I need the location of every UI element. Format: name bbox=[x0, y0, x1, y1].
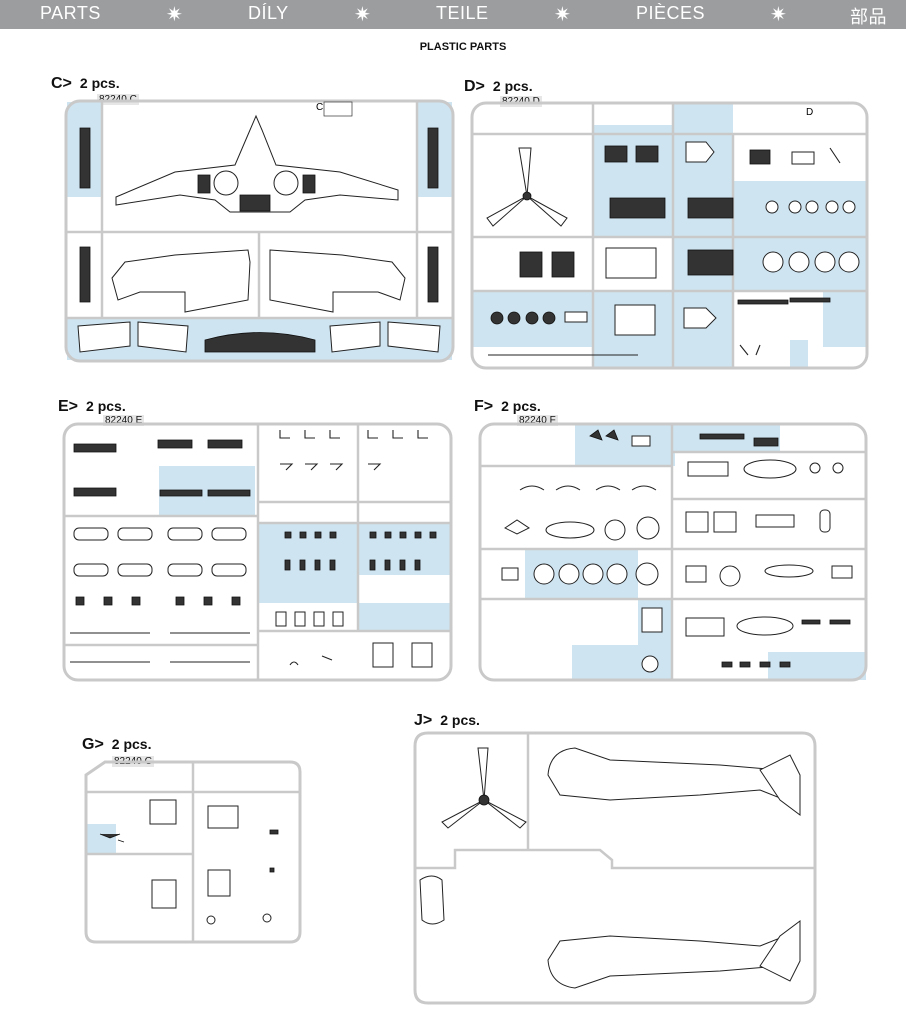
sprue-g bbox=[84, 760, 302, 944]
sprue-g-label: G>2 pcs. bbox=[82, 736, 152, 753]
sprue-e-code: 82240 E bbox=[103, 415, 145, 426]
svg-text:D: D bbox=[806, 107, 813, 118]
sprue-j-label: J>2 pcs. bbox=[414, 712, 480, 729]
sprue-j bbox=[413, 731, 817, 1005]
sprue-d-label: D>2 pcs. bbox=[464, 78, 533, 95]
header-pieces: PIÈCES bbox=[636, 3, 706, 23]
sprue-c: C bbox=[64, 99, 455, 363]
star-icon: ✷ bbox=[166, 2, 183, 26]
star-icon: ✷ bbox=[770, 2, 787, 26]
sprue-d: D bbox=[470, 101, 869, 370]
header-parts: PARTS bbox=[40, 3, 101, 23]
sprue-c-label: C>2 pcs. bbox=[51, 75, 120, 92]
svg-text:C: C bbox=[316, 102, 323, 113]
sprue-e bbox=[62, 422, 453, 682]
header-dily: DÍLY bbox=[248, 3, 289, 23]
sprue-e-label: E>2 pcs. bbox=[58, 398, 126, 415]
sprue-f-code: 82240 F bbox=[517, 415, 558, 426]
sprue-f-label: F>2 pcs. bbox=[474, 398, 541, 415]
star-icon: ✷ bbox=[354, 2, 371, 26]
header-teile: TEILE bbox=[436, 3, 489, 23]
sprue-f bbox=[478, 422, 868, 682]
header-japanese: 部品 bbox=[850, 7, 887, 27]
star-icon: ✷ bbox=[554, 2, 571, 26]
header-bar: PARTS ✷ DÍLY ✷ TEILE ✷ PIÈCES ✷ 部品 bbox=[0, 0, 906, 29]
page-subtitle: PLASTIC PARTS bbox=[419, 41, 507, 53]
